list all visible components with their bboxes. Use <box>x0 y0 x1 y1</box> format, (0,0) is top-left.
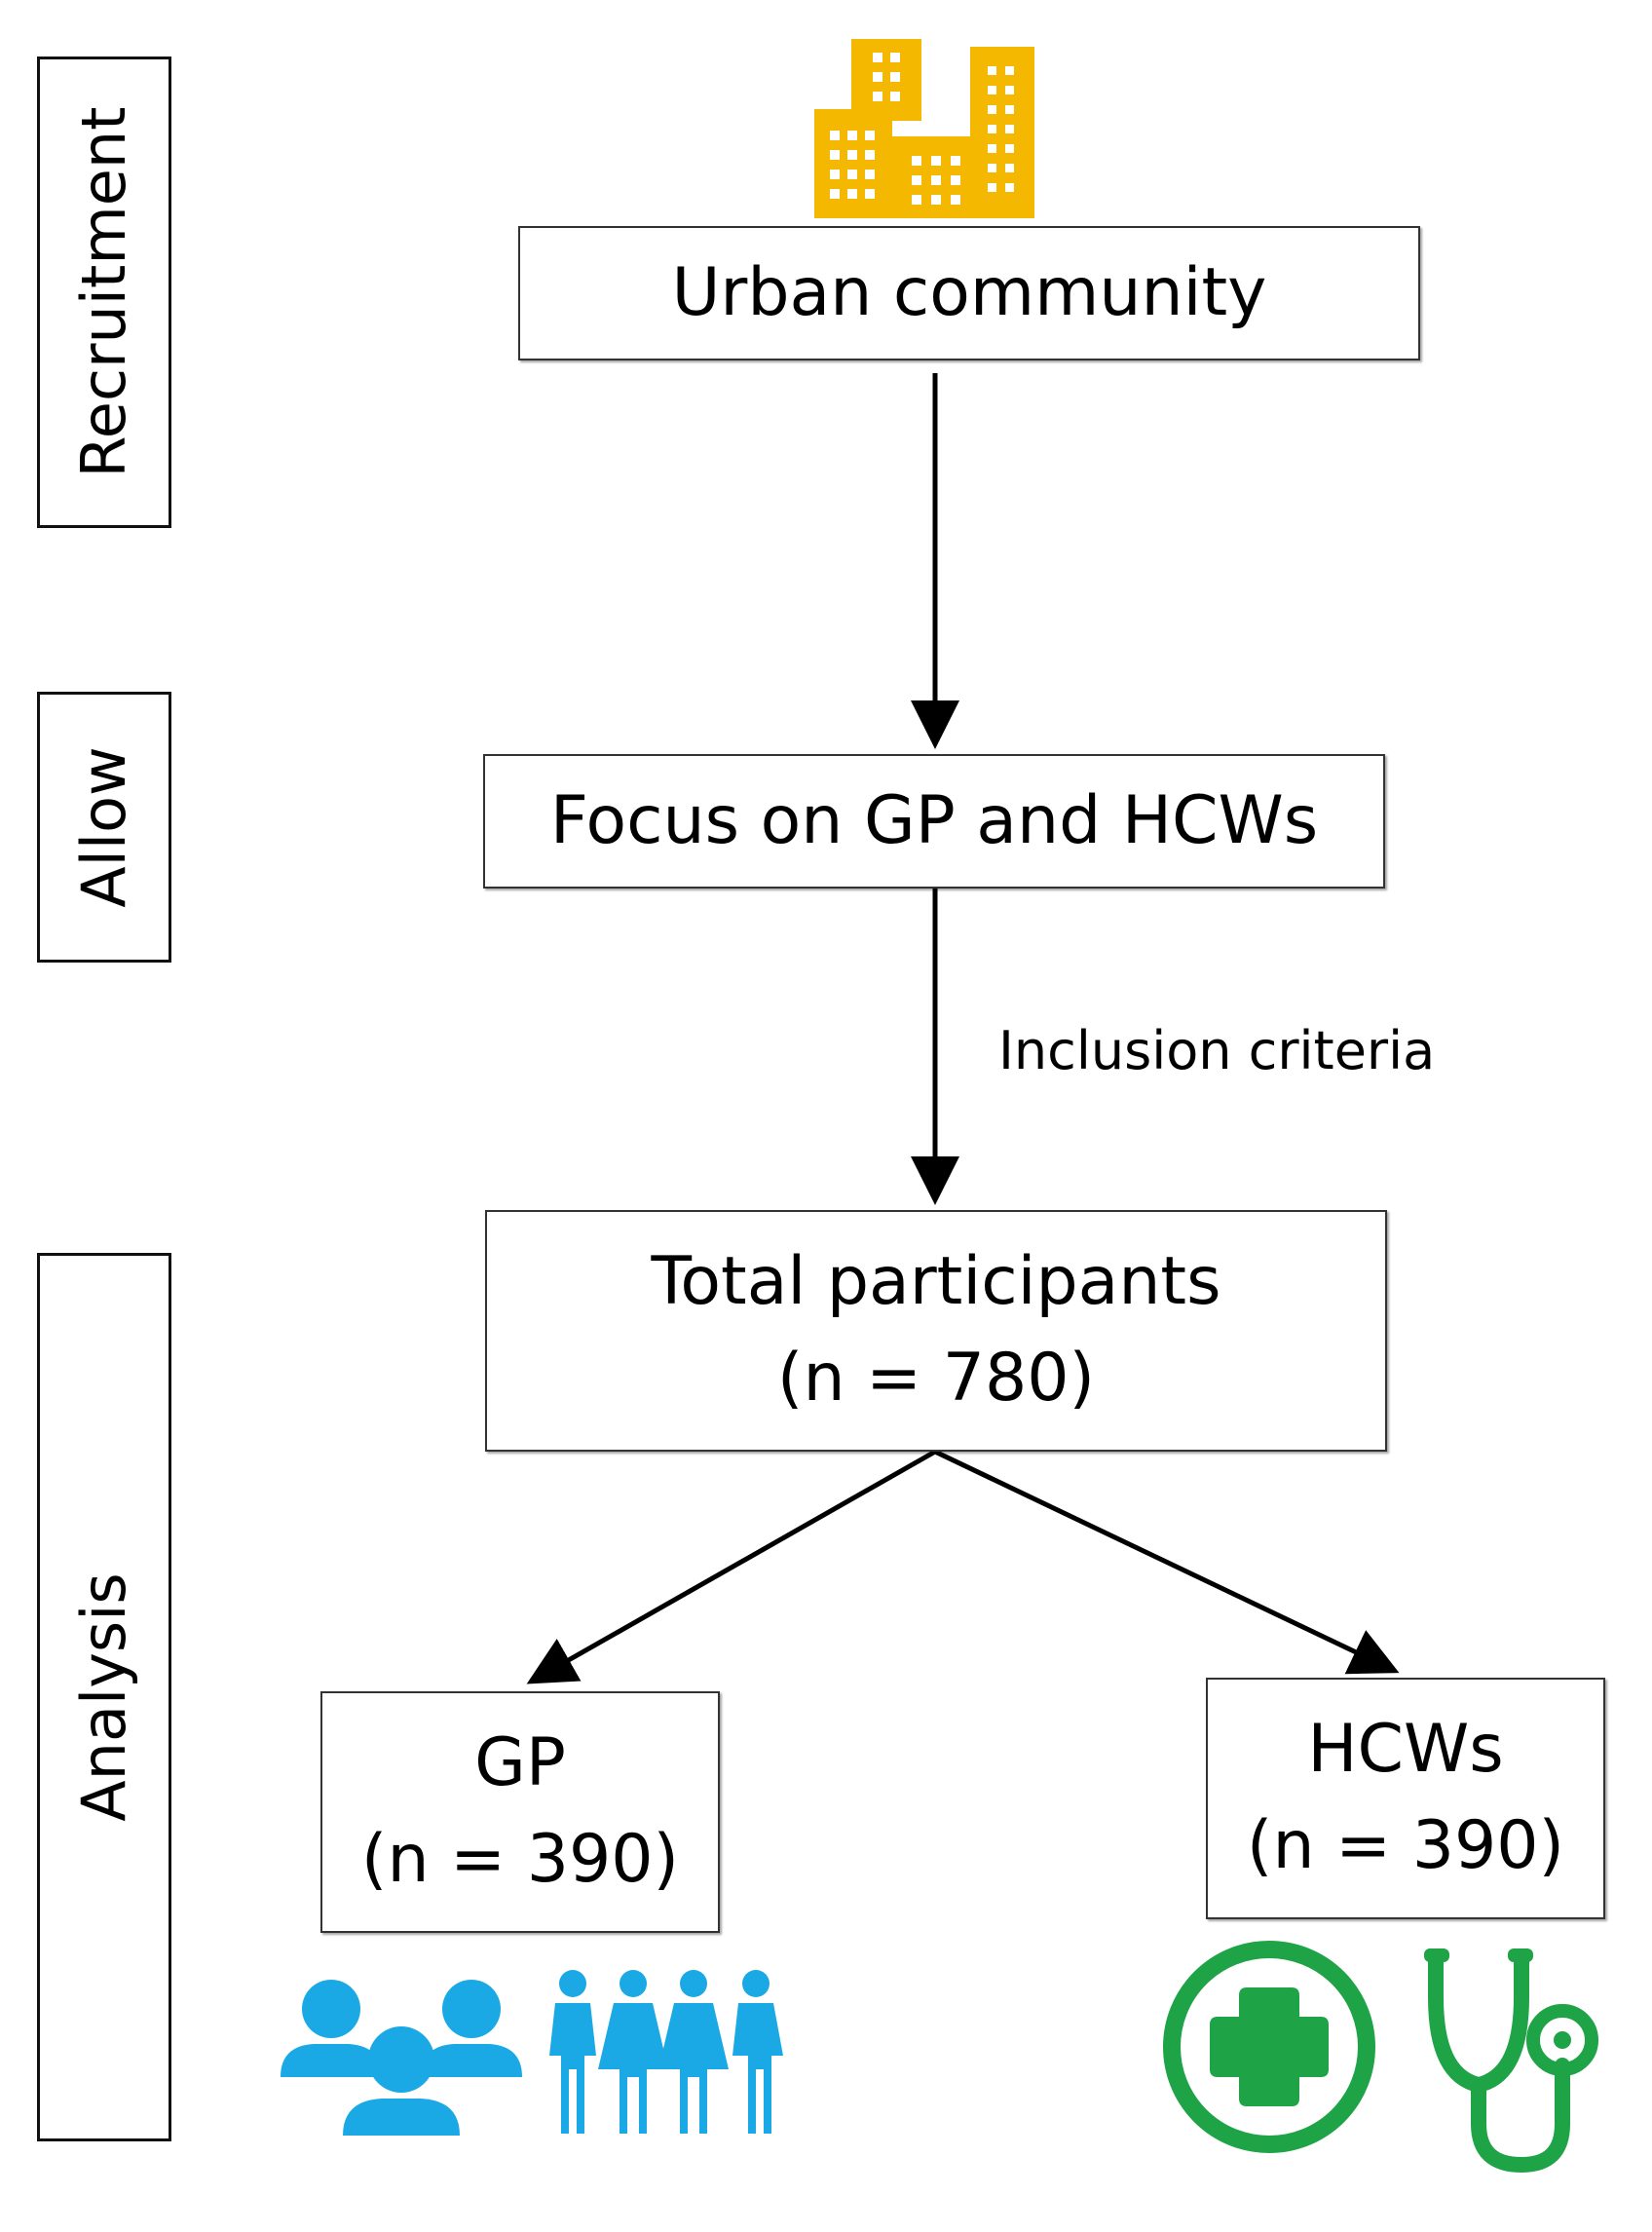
node-gp: GP (n = 390) <box>320 1691 720 1933</box>
family-icon <box>545 1968 787 2134</box>
stage-analysis: Analysis <box>37 1253 171 2141</box>
node-focus-label: Focus on GP and HCWs <box>549 781 1319 859</box>
node-urban-community: Urban community <box>518 226 1420 360</box>
stethoscope-icon <box>1416 1939 1621 2178</box>
node-focus: Focus on GP and HCWs <box>483 754 1385 889</box>
node-gp-title: GP <box>474 1724 566 1802</box>
edge-label-inclusion: Inclusion criteria <box>998 1020 1436 1081</box>
node-total-title: Total participants <box>651 1243 1221 1321</box>
node-urban-label: Urban community <box>671 253 1267 331</box>
stage-allow: Allow <box>37 692 171 963</box>
people-group-icon <box>281 1968 522 2136</box>
arrow-total-to-hcws <box>933 1449 1400 1675</box>
node-hcws-count: (n = 390) <box>1246 1807 1565 1884</box>
buildings-icon <box>814 39 1040 218</box>
node-hcws-title: HCWs <box>1307 1711 1504 1789</box>
node-total-count: (n = 780) <box>776 1340 1096 1417</box>
node-gp-count: (n = 390) <box>360 1821 680 1898</box>
node-hcws: HCWs (n = 390) <box>1206 1678 1605 1919</box>
node-total-participants: Total participants (n = 780) <box>485 1210 1387 1452</box>
stage-recruitment: Recruitment <box>37 57 171 528</box>
arrow-total-to-gp <box>526 1449 937 1684</box>
medical-cross-icon <box>1161 1939 1377 2155</box>
